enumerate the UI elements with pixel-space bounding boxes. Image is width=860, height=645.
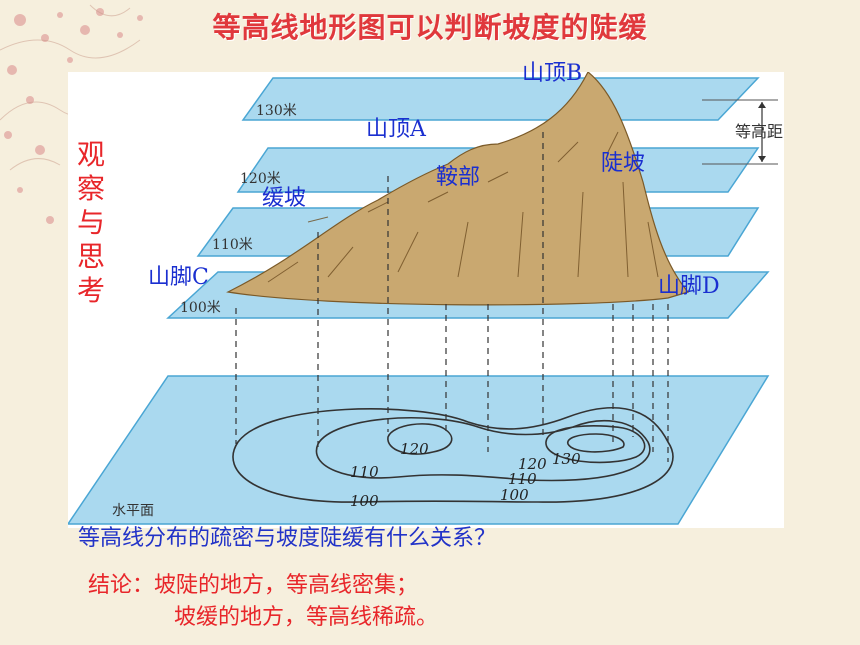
- contour-120-left: 120: [400, 440, 429, 458]
- gentle-slope-label: 缓坡: [262, 186, 307, 211]
- level-130-label: 130米: [256, 103, 297, 119]
- observe-and-think-label: 观察与思考: [76, 138, 105, 307]
- contour-100: [232, 407, 674, 503]
- contour-interval-bracket: [702, 99, 778, 165]
- contour-120a: [387, 423, 453, 455]
- saddle-label: 鞍部: [436, 165, 481, 190]
- plane-130: [241, 77, 760, 121]
- contour-110-right: 110: [508, 470, 537, 488]
- level-110-label: 110米: [212, 237, 253, 253]
- contour-100-left: 100: [350, 492, 379, 510]
- steep-slope-label: 陡坡: [601, 151, 646, 176]
- conclusion-line-1: 结论：坡陡的地方，等高线密集；: [88, 573, 419, 598]
- contour-130: [567, 433, 625, 453]
- question-text: 等高线分布的疏密与坡度陡缓有什么关系？: [78, 526, 497, 551]
- peak-a-label: 山顶A: [366, 117, 426, 142]
- conclusion-line-2: 坡缓的地方，等高线稀疏。: [174, 605, 439, 630]
- contour-120b: [545, 425, 646, 464]
- contour-diagram-graphic: [66, 71, 770, 525]
- level-100-label: 100米: [180, 300, 221, 316]
- horizontal-plane: [66, 375, 770, 525]
- horizontal-plane-label: 水平面: [112, 503, 154, 519]
- level-120-label: 120米: [240, 171, 281, 187]
- contour-110-left: 110: [350, 463, 379, 481]
- contour-interval-label: 等高距: [735, 122, 784, 141]
- contour-110: [315, 416, 651, 482]
- slide-title: 等高线地形图可以判断坡度的陡缓: [212, 11, 648, 44]
- mountain: [226, 71, 690, 306]
- foot-c-label: 山脚C: [148, 265, 209, 290]
- contour-100-right: 100: [500, 486, 529, 504]
- contour-120-right: 120: [518, 455, 547, 473]
- contour-130: 130: [552, 450, 581, 468]
- peak-b-label: 山顶B: [522, 61, 583, 86]
- contour-diagram: [66, 71, 784, 528]
- foot-d-label: 山脚D: [658, 274, 720, 299]
